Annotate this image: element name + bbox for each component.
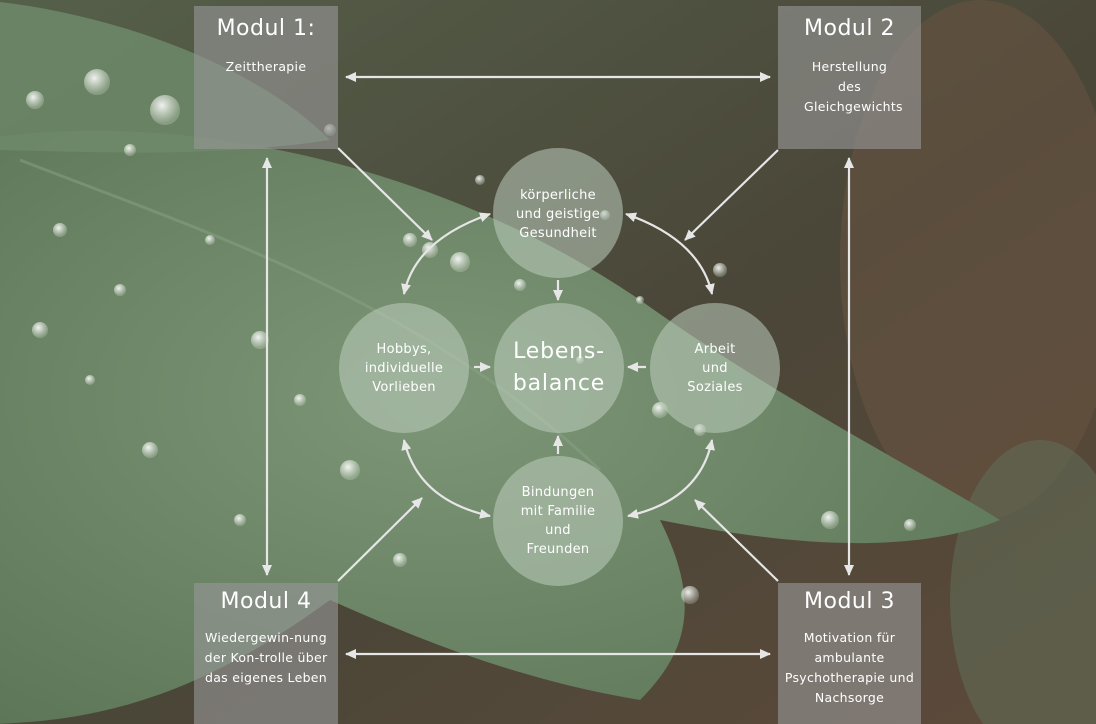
circle-hobbys-label: Hobbys, individuelle Vorlieben (364, 341, 444, 395)
modul-2-text: Herstellung des Gleichgewichts (804, 59, 903, 114)
modul-3-text: Motivation für ambulante Psychotherapie … (784, 630, 915, 705)
circle-gesundheit-label: körperliche und geistige Gesundheit (515, 187, 601, 241)
modul-3-box: Modul 3 Motivation für ambulante Psychot… (778, 583, 921, 724)
modul-2-box: Modul 2 Herstellung des Gleichgewichts (778, 6, 921, 149)
modul-3-title: Modul 3 (804, 589, 895, 614)
circle-lebensbalance: Lebens-balance (494, 303, 624, 433)
circle-bindungen-label: Bindungen mit Familie und Freunden (520, 485, 596, 557)
modul-2-title: Modul 2 (804, 16, 895, 41)
modul-4-text: Wiedergewin-nung der Kon-trolle über das… (204, 630, 328, 685)
modul-1-title: Modul 1: (216, 16, 316, 41)
modul-1-box: Modul 1: Zeittherapie (194, 6, 338, 149)
modul-4-title: Modul 4 (220, 589, 312, 614)
circle-hobbys: Hobbys, individuelle Vorlieben (339, 303, 469, 433)
modul-4-box: Modul 4 Wiedergewin-nung der Kon-trolle … (194, 583, 338, 724)
circle-bindungen: Bindungen mit Familie und Freunden (493, 456, 623, 586)
circle-gesundheit: körperliche und geistige Gesundheit (493, 148, 623, 278)
modul-1-text: Zeittherapie (225, 59, 307, 74)
circle-arbeit-label: Arbeit und Soziales (687, 341, 743, 395)
circle-lebensbalance-label: Lebens-balance (512, 339, 606, 396)
circle-arbeit: Arbeit und Soziales (650, 303, 780, 433)
